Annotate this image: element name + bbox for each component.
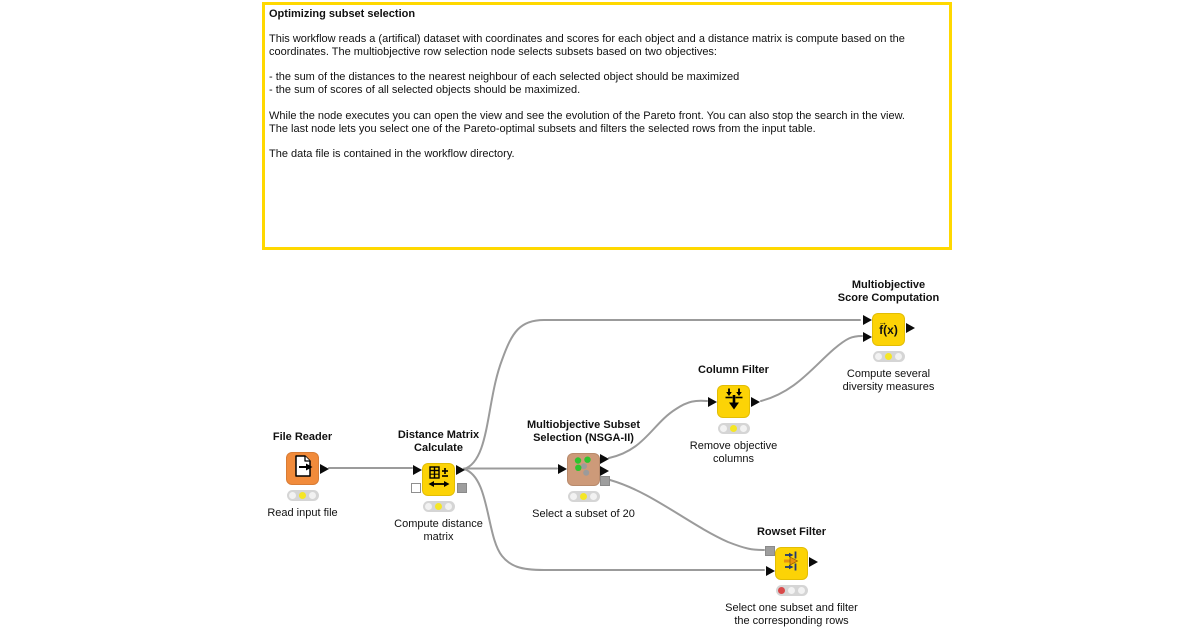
column-filter-icon xyxy=(721,386,747,417)
node-label: File Reader xyxy=(272,431,333,443)
output-port[interactable] xyxy=(906,323,915,333)
connection-columnfilter-scorecomputation[interactable] xyxy=(760,335,863,402)
output-port[interactable] xyxy=(456,465,465,475)
node-status-traffic-light xyxy=(286,490,319,501)
node-comment: Compute several diversity measures xyxy=(842,368,935,393)
input-port-2[interactable] xyxy=(863,332,872,342)
node-comment: Read input file xyxy=(267,507,338,519)
output-port[interactable] xyxy=(809,557,818,567)
input-port[interactable] xyxy=(766,566,775,576)
node-status-traffic-light xyxy=(717,423,750,434)
output-port[interactable] xyxy=(751,397,760,407)
node-status-traffic-light xyxy=(567,491,600,502)
node-status-traffic-light xyxy=(422,501,455,512)
output-port-2[interactable] xyxy=(600,466,609,476)
workflow-annotation[interactable]: Optimizing subset selection This workflo… xyxy=(262,2,952,250)
subset-output-port[interactable] xyxy=(600,476,610,486)
output-port-1[interactable] xyxy=(600,454,609,464)
node-rowset-filter[interactable]: Rowset Filter Select one subset and filt… xyxy=(725,526,858,627)
node-comment: Compute distance matrix xyxy=(394,518,483,543)
connection-subsetselection-rowsetfilter[interactable] xyxy=(609,479,765,551)
optional-input-port[interactable] xyxy=(411,483,421,493)
node-status-traffic-light xyxy=(775,585,808,596)
input-port[interactable] xyxy=(558,464,567,474)
node-label: Multiobjective Score Computation xyxy=(837,279,940,304)
node-column-filter[interactable]: Column Filter Remove objective columns xyxy=(690,364,777,465)
output-port[interactable] xyxy=(320,464,329,474)
connection-subsetselection-columnfilter[interactable] xyxy=(608,399,708,459)
scatter-dots-icon xyxy=(571,454,597,485)
node-multiobjective-score-computation[interactable]: Multiobjective Score Computation → f(x) … xyxy=(838,279,939,393)
node-label: Rowset Filter xyxy=(756,526,827,538)
fx-function-icon: → f(x) xyxy=(878,316,898,337)
node-comment: Select a subset of 20 xyxy=(532,508,635,520)
row-filter-icon xyxy=(779,548,805,579)
file-export-icon xyxy=(291,454,315,483)
annotation-body: This workflow reads a (artifical) datase… xyxy=(269,33,905,161)
connection-distancematrix-rowsetfilter[interactable] xyxy=(463,468,765,571)
subset-input-port[interactable] xyxy=(765,546,775,556)
node-multiobjective-subset-selection[interactable]: Multiobjective Subset Selection (NSGA-II… xyxy=(527,419,640,520)
node-label: Column Filter xyxy=(698,364,769,376)
input-port-1[interactable] xyxy=(863,315,872,325)
annotation-title: Optimizing subset selection xyxy=(269,8,416,20)
node-status-traffic-light xyxy=(872,351,905,362)
node-label: Multiobjective Subset Selection (NSGA-II… xyxy=(526,419,641,444)
node-comment: Select one subset and filter the corresp… xyxy=(725,602,858,627)
connection-distancematrix-scorecomputation[interactable] xyxy=(463,319,861,470)
node-label: Distance Matrix Calculate xyxy=(397,429,480,454)
input-port[interactable] xyxy=(413,465,422,475)
distance-output-port[interactable] xyxy=(457,483,467,493)
distance-matrix-icon xyxy=(426,464,452,495)
vector-arrow: → xyxy=(878,316,888,327)
node-file-reader[interactable]: File Reader Read input file xyxy=(267,431,337,519)
input-port[interactable] xyxy=(708,397,717,407)
node-comment: Remove objective columns xyxy=(689,440,778,465)
node-distance-matrix-calculate[interactable]: Distance Matrix Calculate Compute distan… xyxy=(394,429,483,543)
